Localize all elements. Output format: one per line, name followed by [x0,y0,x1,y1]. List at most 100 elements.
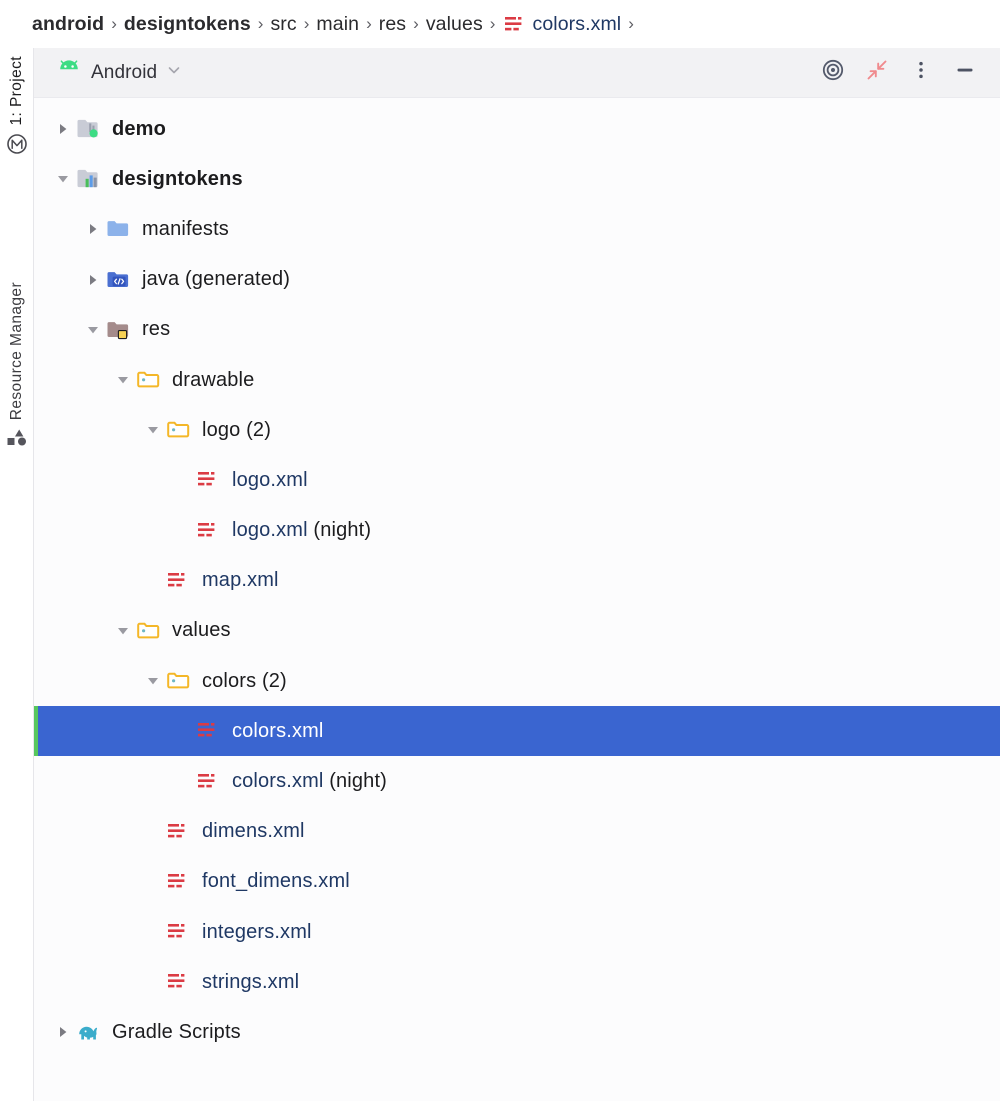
tree-row[interactable]: colors (2) [34,656,1000,706]
tree-row-qualifier: (night) [323,770,387,793]
breadcrumb-separator: › [257,14,264,33]
chevron-down-icon [166,62,182,83]
collapse-all-icon [865,58,889,87]
folder-resource-icon [136,621,166,641]
collapse-arrow-icon[interactable] [110,372,136,388]
module-circle-icon [6,133,28,155]
tree-row-label: integers.xml [202,920,312,943]
tool-tab-resource-manager-label: Resource Manager [8,282,25,421]
collapse-arrow-icon[interactable] [140,422,166,438]
tree-row[interactable]: res [34,305,1000,355]
tree-row[interactable]: strings.xml [34,957,1000,1007]
tree-row[interactable]: designtokens [34,154,1000,204]
xml-file-icon [166,822,196,842]
project-view-selector[interactable]: Android [56,60,182,85]
gradle-elephant-icon [76,1021,106,1043]
tree-row[interactable]: manifests [34,204,1000,254]
tree-row-label: dimens.xml [202,820,305,843]
tree-row-label: font_dimens.xml [202,870,350,893]
tree-row[interactable]: values [34,606,1000,656]
tree-row-label: demo [112,117,166,140]
tree-row[interactable]: logo (2) [34,405,1000,455]
collapse-arrow-icon[interactable] [110,623,136,639]
xml-file-icon [196,721,226,741]
breadcrumb-item-colors-xml[interactable]: colors.xml [532,12,622,35]
tree-row[interactable]: colors.xml [34,706,1000,757]
breadcrumb-item-src[interactable]: src [270,12,297,35]
tree-row[interactable]: map.xml [34,556,1000,606]
tree-row-label: designtokens [112,167,243,190]
breadcrumb-separator: › [303,14,310,33]
tree-row[interactable]: integers.xml [34,907,1000,957]
project-view-selector-label: Android [91,61,158,83]
folder-resource-icon [166,420,196,440]
collapse-arrow-icon[interactable] [140,673,166,689]
tree-row-label: map.xml [202,569,279,592]
tree-row-label: values [172,619,231,642]
shapes-icon [6,428,28,448]
options-menu-button[interactable] [904,56,938,90]
hide-panel-button[interactable] [948,56,982,90]
breadcrumb-item-res[interactable]: res [378,12,407,35]
tree-row-label: strings.xml [202,970,300,993]
expand-arrow-icon[interactable] [80,272,106,288]
tree-row-label: drawable [172,368,255,391]
android-robot-icon [56,60,82,85]
tree-row[interactable]: Gradle Scripts [34,1007,1000,1057]
tool-tab-resource-manager[interactable]: Resource Manager [0,280,34,448]
tree-row[interactable]: logo.xml (night) [34,506,1000,556]
tree-row[interactable]: java (generated) [34,255,1000,305]
collapse-all-button[interactable] [860,56,894,90]
expand-arrow-icon[interactable] [50,121,76,137]
xml-file-icon [196,772,226,792]
more-vertical-icon [910,59,932,86]
tree-row-label: colors (2) [202,669,287,692]
select-opened-file-button[interactable] [816,56,850,90]
xml-file-icon [196,521,226,541]
folder-java-code-icon [106,270,136,290]
folder-blue-icon [106,219,136,239]
tree-row-label: res [142,318,171,341]
project-tool-window: Android [34,48,1000,1101]
xml-file-icon [166,571,196,591]
tree-row[interactable]: drawable [34,355,1000,405]
folder-resource-icon [136,370,166,390]
breadcrumb-item-designtokens[interactable]: designtokens [123,12,251,35]
xml-file-icon [166,872,196,892]
breadcrumb-item-android[interactable]: android [32,12,105,35]
tree-row[interactable]: dimens.xml [34,807,1000,857]
xml-file-icon [166,922,196,942]
tree-row-qualifier: (night) [307,519,372,542]
breadcrumb-item-values[interactable]: values [425,12,483,35]
xml-file-icon [166,972,196,992]
project-panel: 1: Project Resource Manager [0,48,1000,1101]
breadcrumb-separator: › [489,14,496,33]
tree-row-label: colors.xml (night) [232,770,387,793]
breadcrumb-separator: › [366,14,372,33]
tree-row-label: logo.xml (night) [232,519,372,542]
expand-arrow-icon[interactable] [50,1024,76,1040]
breadcrumb-item-main[interactable]: main [316,12,360,35]
tree-row[interactable]: colors.xml (night) [34,756,1000,806]
project-toolbar: Android [34,48,1000,98]
tool-window-strip: 1: Project Resource Manager [0,48,34,1101]
breadcrumb: android › designtokens › src › main › res › values… [0,0,1000,48]
project-tree[interactable]: demo designtokens manifests java (genera… [34,98,1000,1101]
tool-tab-project-label: 1: Project [8,56,25,126]
tree-row[interactable]: logo.xml [34,455,1000,505]
tool-tab-project[interactable]: 1: Project [0,54,34,155]
tree-row-label: java (generated) [142,268,291,291]
breadcrumb-separator: › [628,14,634,33]
breadcrumb-separator: › [413,14,419,33]
folder-resource-icon [166,671,196,691]
tree-row[interactable]: font_dimens.xml [34,857,1000,907]
xml-file-icon [503,15,527,35]
vcs-modified-marker [34,706,38,757]
tree-row[interactable]: demo [34,104,1000,154]
breadcrumb-separator: › [111,14,117,33]
tree-row-label: manifests [142,217,229,240]
expand-arrow-icon[interactable] [80,221,106,237]
tree-row-label: logo.xml [232,468,308,491]
collapse-arrow-icon[interactable] [80,322,106,338]
collapse-arrow-icon[interactable] [50,171,76,187]
